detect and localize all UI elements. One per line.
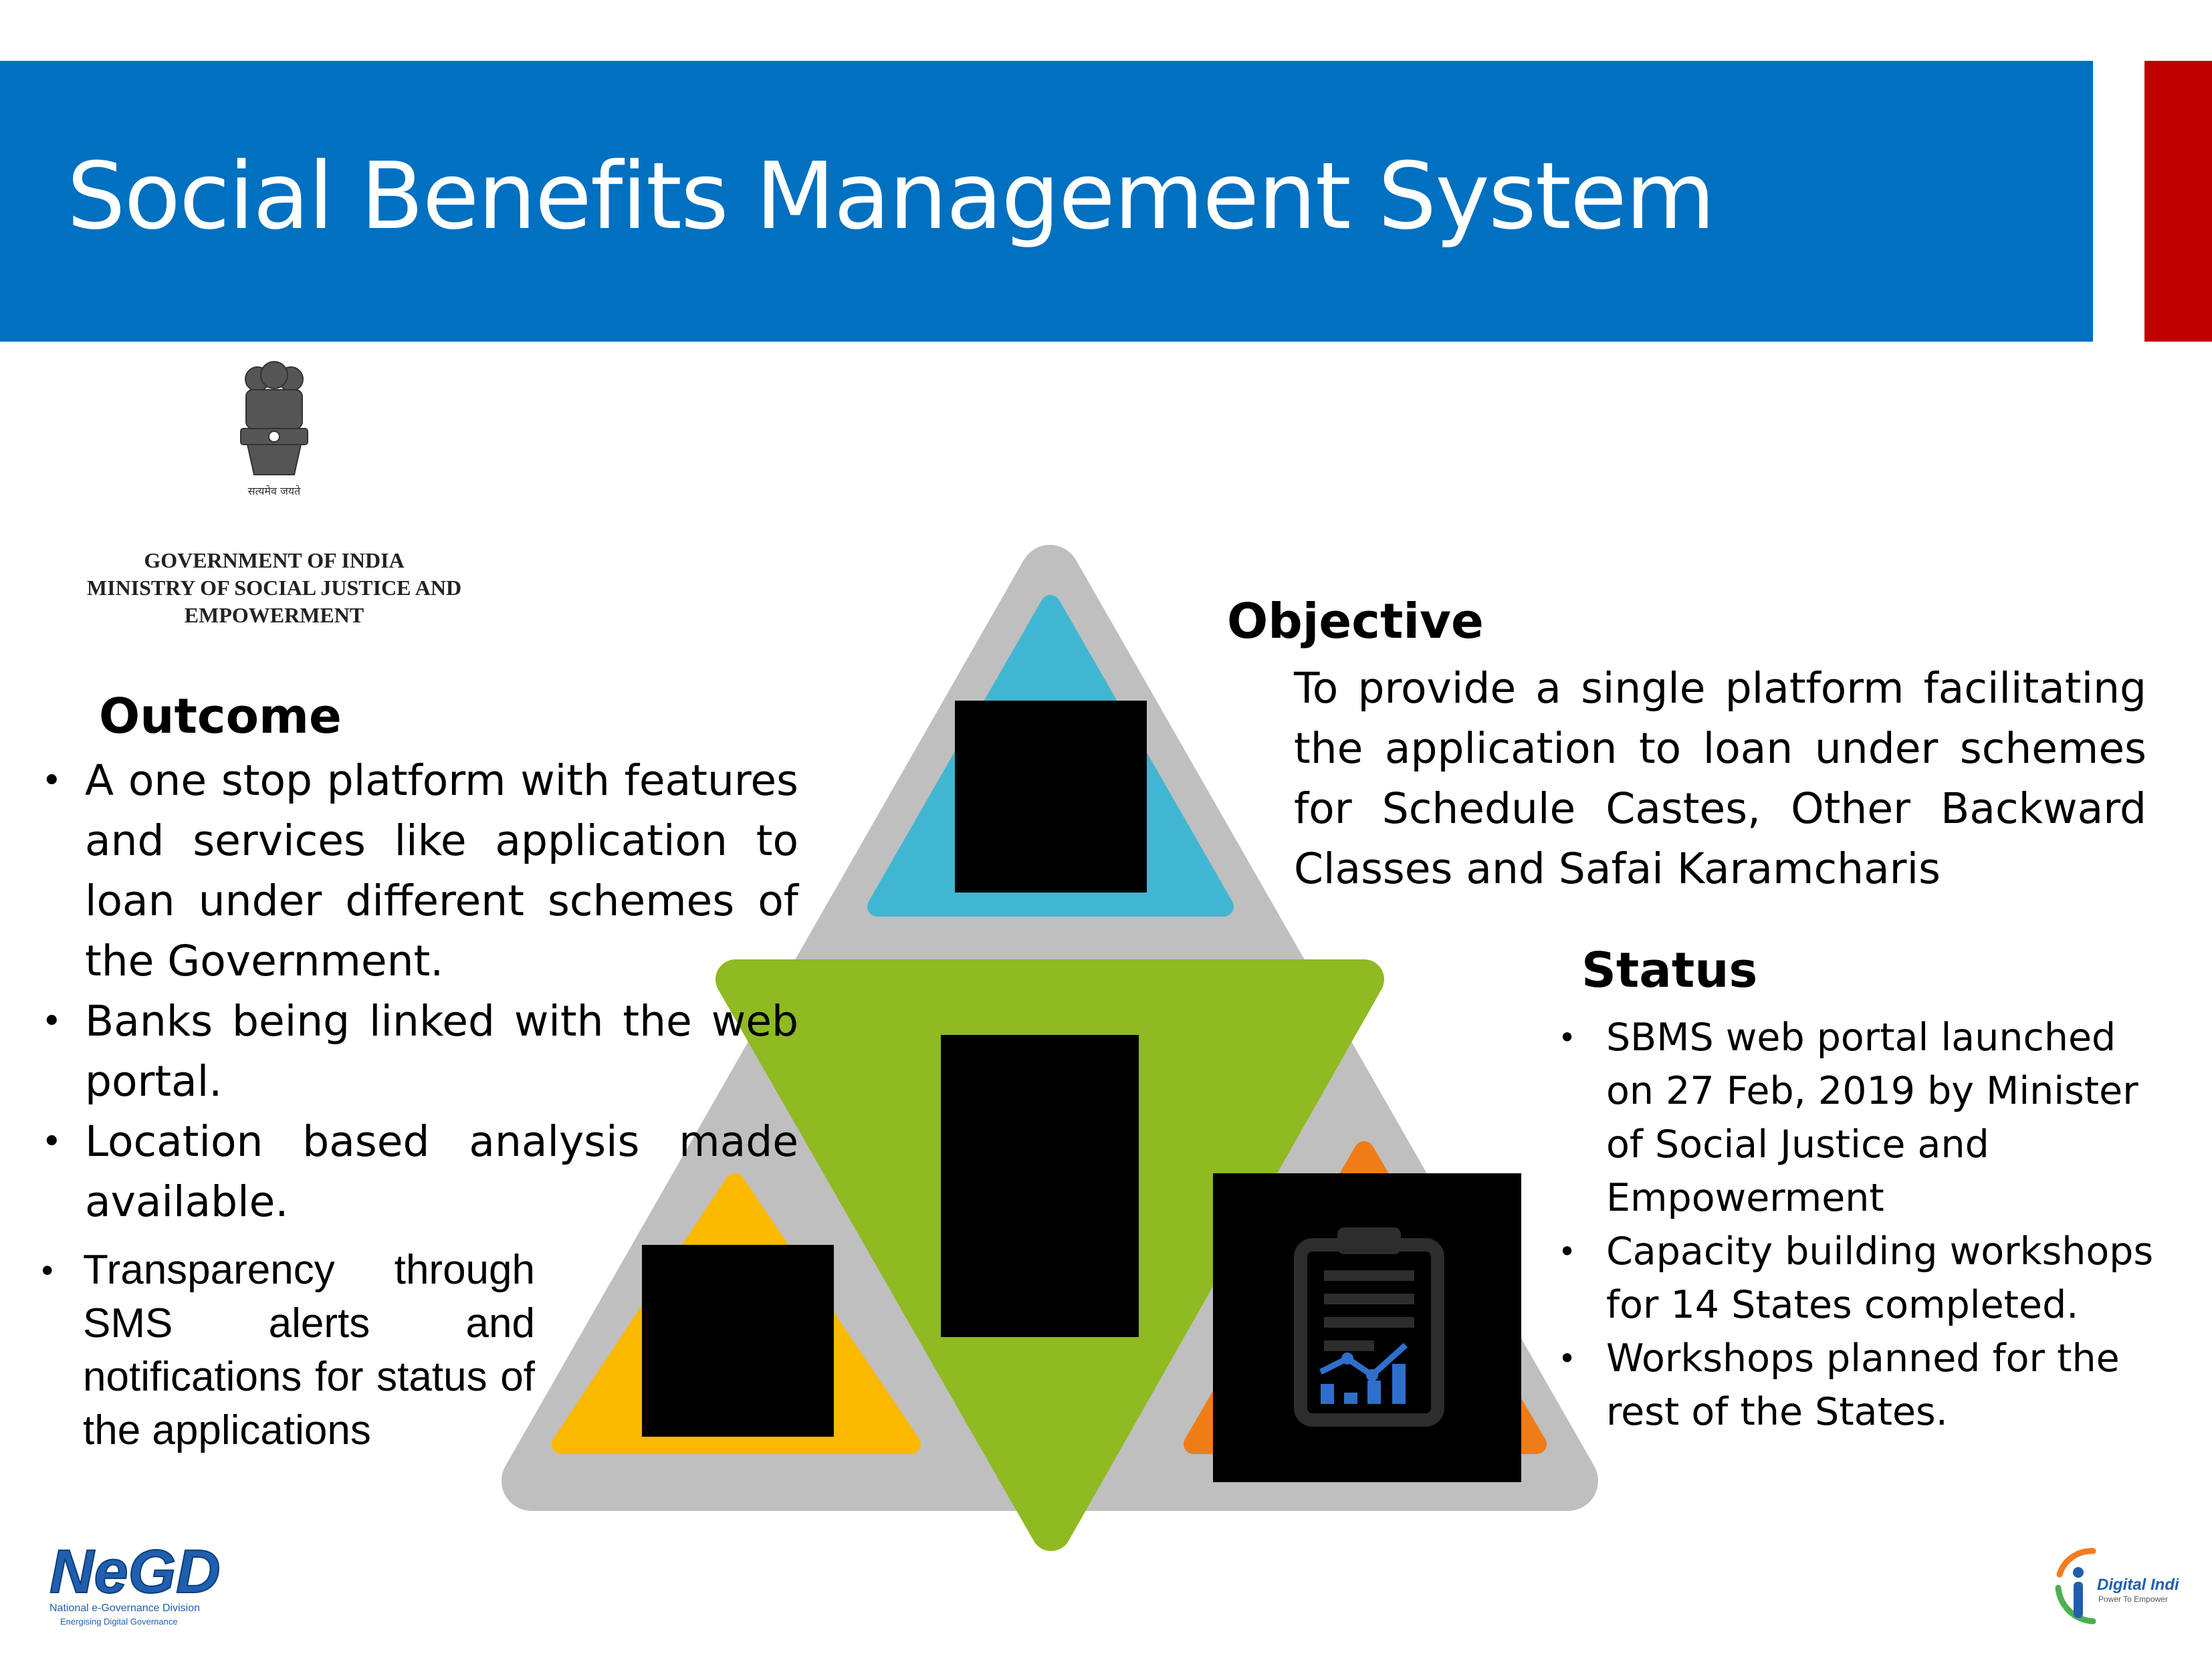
list-item: •Banks being linked with the web portal. [41, 997, 798, 1106]
clipboard-chart-icon [1213, 1173, 1521, 1482]
objective-text: To provide a single platform facilitatin… [1294, 664, 2146, 893]
list-item: •Location based analysis made available. [41, 1117, 798, 1226]
svg-text:Digital India: Digital India [2097, 1576, 2179, 1594]
header-band [0, 61, 2093, 342]
placeholder-icon [955, 701, 1147, 893]
placeholder-icon [642, 1245, 834, 1437]
svg-text:National e-Governance Division: National e-Governance Division [49, 1603, 200, 1614]
list-item: •SBMS web portal launched on 27 Feb, 201… [1558, 1016, 2138, 1220]
outcome-list-extra: •Transparency through SMS alerts and not… [41, 1244, 535, 1457]
ministry-line: MINISTRY OF SOCIAL JUSTICE AND [86, 576, 462, 600]
negd-logo: NeGD National e-Governance Division Ener… [49, 1538, 221, 1627]
ministry-line: GOVERNMENT OF INDIA [144, 548, 405, 572]
placeholder-icon [941, 1035, 1139, 1337]
top-triangle [867, 595, 1234, 917]
objective-heading: Objective [1227, 593, 1484, 649]
ministry-line: EMPOWERMENT [184, 603, 364, 627]
svg-text:सत्यमेव जयते: सत्यमेव जयते [248, 485, 301, 497]
svg-text:Power To Empower: Power To Empower [2098, 1594, 2168, 1604]
svg-text:NeGD: NeGD [49, 1538, 221, 1606]
status-list: •SBMS web portal launched on 27 Feb, 201… [1558, 1011, 2173, 1439]
header-accent-bar [2144, 61, 2212, 342]
list-item: •Capacity building workshops for 14 Stat… [1558, 1229, 2154, 1327]
outcome-heading: Outcome [99, 688, 342, 744]
list-item: •Transparency through SMS alerts and not… [41, 1247, 535, 1453]
outcome-list: •A one stop platform with features and s… [41, 751, 798, 1232]
list-item: •Workshops planned for the rest of the S… [1558, 1336, 2120, 1434]
right-triangle [1184, 1141, 1547, 1454]
slide-title: Social Benefits Management System [67, 142, 1715, 250]
national-emblem-icon: सत्यमेव जयते [240, 361, 308, 497]
svg-text:Energising Digital Governance: Energising Digital Governance [60, 1617, 178, 1627]
list-item: •A one stop platform with features and s… [41, 756, 798, 985]
status-heading: Status [1581, 942, 1758, 998]
digital-india-logo: Digital India Power To Empower [2055, 1548, 2179, 1625]
ministry-name: GOVERNMENT OF INDIA MINISTRY OF SOCIAL J… [40, 547, 508, 629]
center-triangle [715, 959, 1384, 1551]
